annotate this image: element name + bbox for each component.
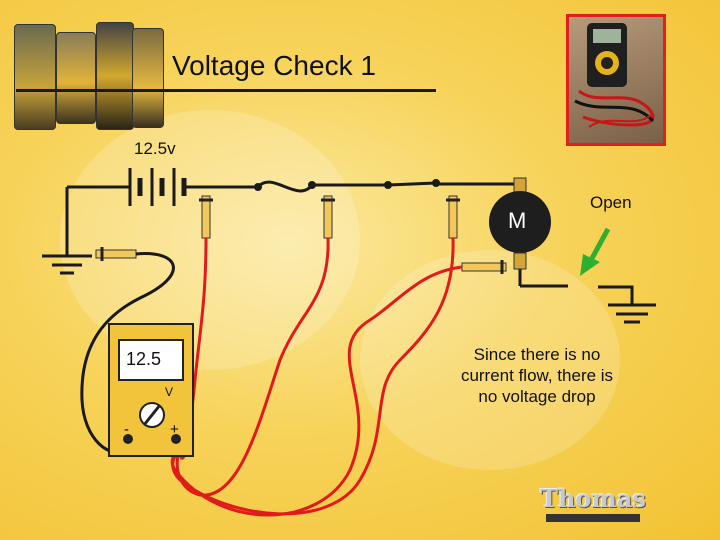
switch-open-label: Open (590, 193, 632, 212)
bus-thumbnails (12, 18, 164, 130)
caption-line-1: Since there is no (473, 345, 601, 364)
probe-battery-positive (199, 195, 213, 239)
logo-name: Thomas (540, 484, 646, 513)
probe-motor-ground (461, 260, 507, 274)
motor-symbol (489, 191, 551, 253)
multimeter-photo (566, 14, 666, 146)
ground-symbol-left (42, 254, 92, 275)
meter-pos-jack (171, 434, 181, 444)
meter-display: 12.5 (118, 339, 184, 381)
logo-band (546, 514, 640, 522)
motor-bottom-terminal (513, 252, 527, 270)
meter-positive-label: + (170, 421, 179, 438)
bus-thumbnail-2 (56, 32, 96, 124)
battery-symbol (67, 168, 258, 206)
slide-title: Voltage Check 1 (172, 50, 376, 81)
multimeter: 12.5 V - + (108, 323, 194, 457)
open-ground-wire (598, 285, 634, 305)
meter-reading: 12.5 (126, 349, 162, 369)
switch-symbol (384, 179, 440, 189)
probe-battery-ground (95, 247, 137, 261)
meter-unit-label: V (165, 385, 174, 399)
caption-line-2: current flow, there is (460, 366, 614, 385)
meter-neg-jack (123, 434, 133, 444)
ground-symbol-right (608, 303, 656, 324)
bus-thumbnail-4 (132, 28, 164, 128)
probe-after-switch (446, 195, 460, 239)
motor-label: M (508, 208, 527, 233)
motor-top-terminal (513, 177, 527, 193)
meter-negative-label: - (124, 421, 129, 438)
battery-voltage-label: 12.5v (134, 139, 176, 158)
title-underline (16, 89, 436, 92)
caption-line-3: no voltage drop (478, 387, 596, 406)
probe-after-fuse (321, 195, 335, 239)
red-test-leads (170, 237, 463, 517)
thomas-logo: Thomas (538, 474, 648, 530)
explanation-caption: Since there is no current flow, there is… (430, 344, 644, 407)
bus-thumbnail-1 (14, 24, 56, 130)
fuse-symbol (254, 180, 316, 193)
open-circuit-arrow (580, 227, 611, 276)
black-test-lead (80, 252, 175, 454)
meter-dial (123, 402, 181, 444)
